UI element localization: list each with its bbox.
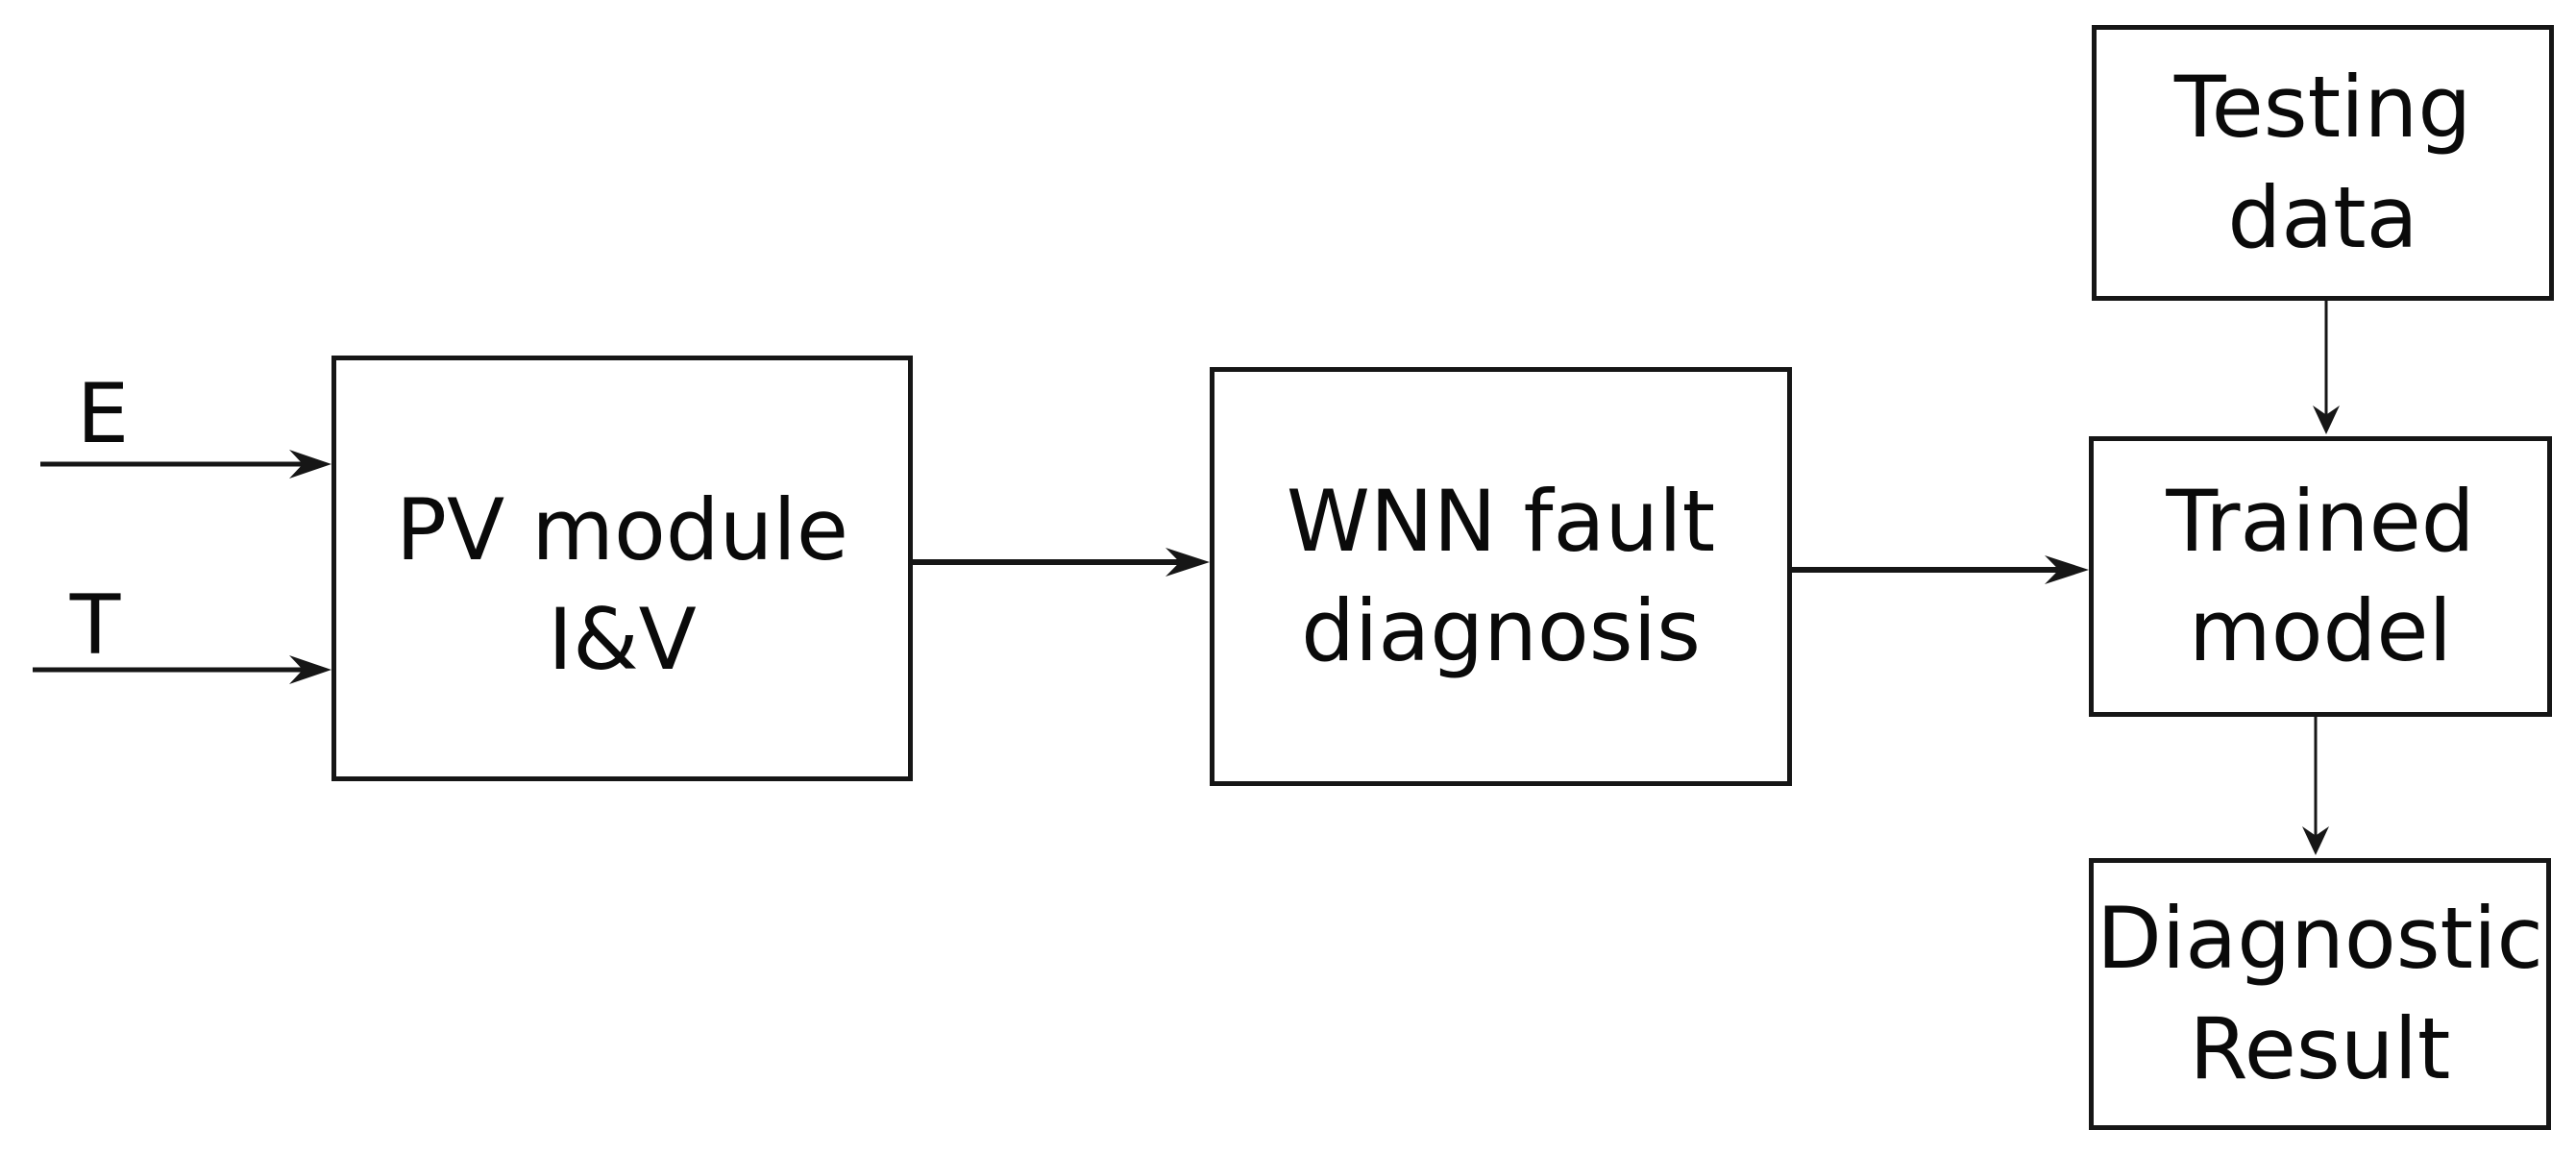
node-label-wnn-fault-diagnosis: WNN fault diagnosis <box>1286 471 1716 680</box>
arrowhead-trained-model-to-diagnostic-result <box>2302 826 2329 855</box>
arrowhead-testing-data-to-trained-model <box>2313 405 2340 434</box>
edge-label-input-t: T <box>69 578 121 674</box>
node-label-diagnostic-result: Diagnostic Result <box>2097 889 2543 1098</box>
node-diagnostic-result: Diagnostic Result <box>2089 858 2551 1130</box>
arrowhead-pv-module-to-wnn <box>1165 548 1210 577</box>
node-trained-model: Trained model <box>2089 436 2552 717</box>
node-label-testing-data: Testing data <box>2173 58 2472 267</box>
arrowhead-e-to-pv-module <box>289 450 331 479</box>
node-label-trained-model: Trained model <box>2166 471 2475 680</box>
node-pv-module-iv: PV module I&V <box>331 356 913 781</box>
edge-label-input-e: E <box>76 366 130 462</box>
node-testing-data: Testing data <box>2092 25 2554 301</box>
node-label-pv-module-iv: PV module I&V <box>395 479 849 689</box>
arrowhead-t-to-pv-module <box>289 655 331 684</box>
node-wnn-fault-diagnosis: WNN fault diagnosis <box>1210 367 1792 786</box>
arrowhead-wnn-to-trained-model <box>2045 555 2089 584</box>
